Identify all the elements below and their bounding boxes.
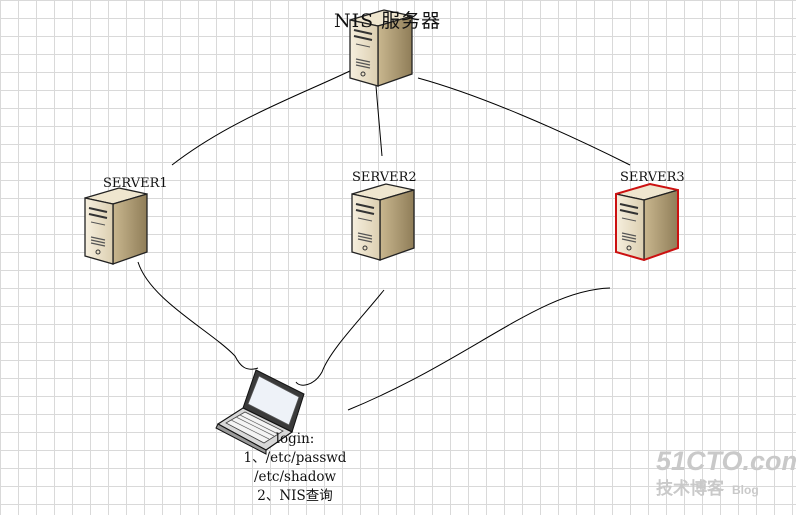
- link-server1-laptop: [137, 261, 259, 370]
- server1-icon: [84, 187, 148, 265]
- server3-icon: [615, 182, 679, 262]
- connection-lines: [137, 69, 631, 411]
- watermark-subtitle-row: 技术博客 Blog: [656, 474, 792, 499]
- watermark-logo: 51CTO.com 技术博客 Blog: [656, 446, 796, 499]
- nis-server-title: NIS 服务器: [334, 10, 442, 32]
- link-nis-server1: [171, 69, 353, 166]
- client-login-notes: login: 1、/etc/passwd /etc/shadow 2、NIS查询: [220, 430, 370, 506]
- watermark-brand: 51CTO.com: [656, 446, 796, 476]
- laptop-icon: [215, 369, 305, 455]
- login-line-shadow: /etc/shadow: [253, 469, 337, 485]
- link-server3-laptop: [347, 287, 611, 411]
- link-server2-laptop: [295, 289, 385, 386]
- watermark-subtitle: 技术博客: [656, 479, 724, 498]
- server1-label: SERVER1: [103, 176, 168, 191]
- login-line-passwd: 1、/etc/passwd: [243, 450, 347, 466]
- link-nis-server2: [375, 85, 383, 157]
- link-nis-server3: [417, 77, 631, 166]
- server3-label: SERVER3: [620, 170, 685, 185]
- server2-label: SERVER2: [352, 170, 417, 185]
- login-line-nis-query: 2、NIS查询: [257, 488, 333, 504]
- watermark-tag: Blog: [732, 483, 759, 497]
- server2-icon: [351, 183, 415, 261]
- login-line-header: login:: [275, 431, 315, 447]
